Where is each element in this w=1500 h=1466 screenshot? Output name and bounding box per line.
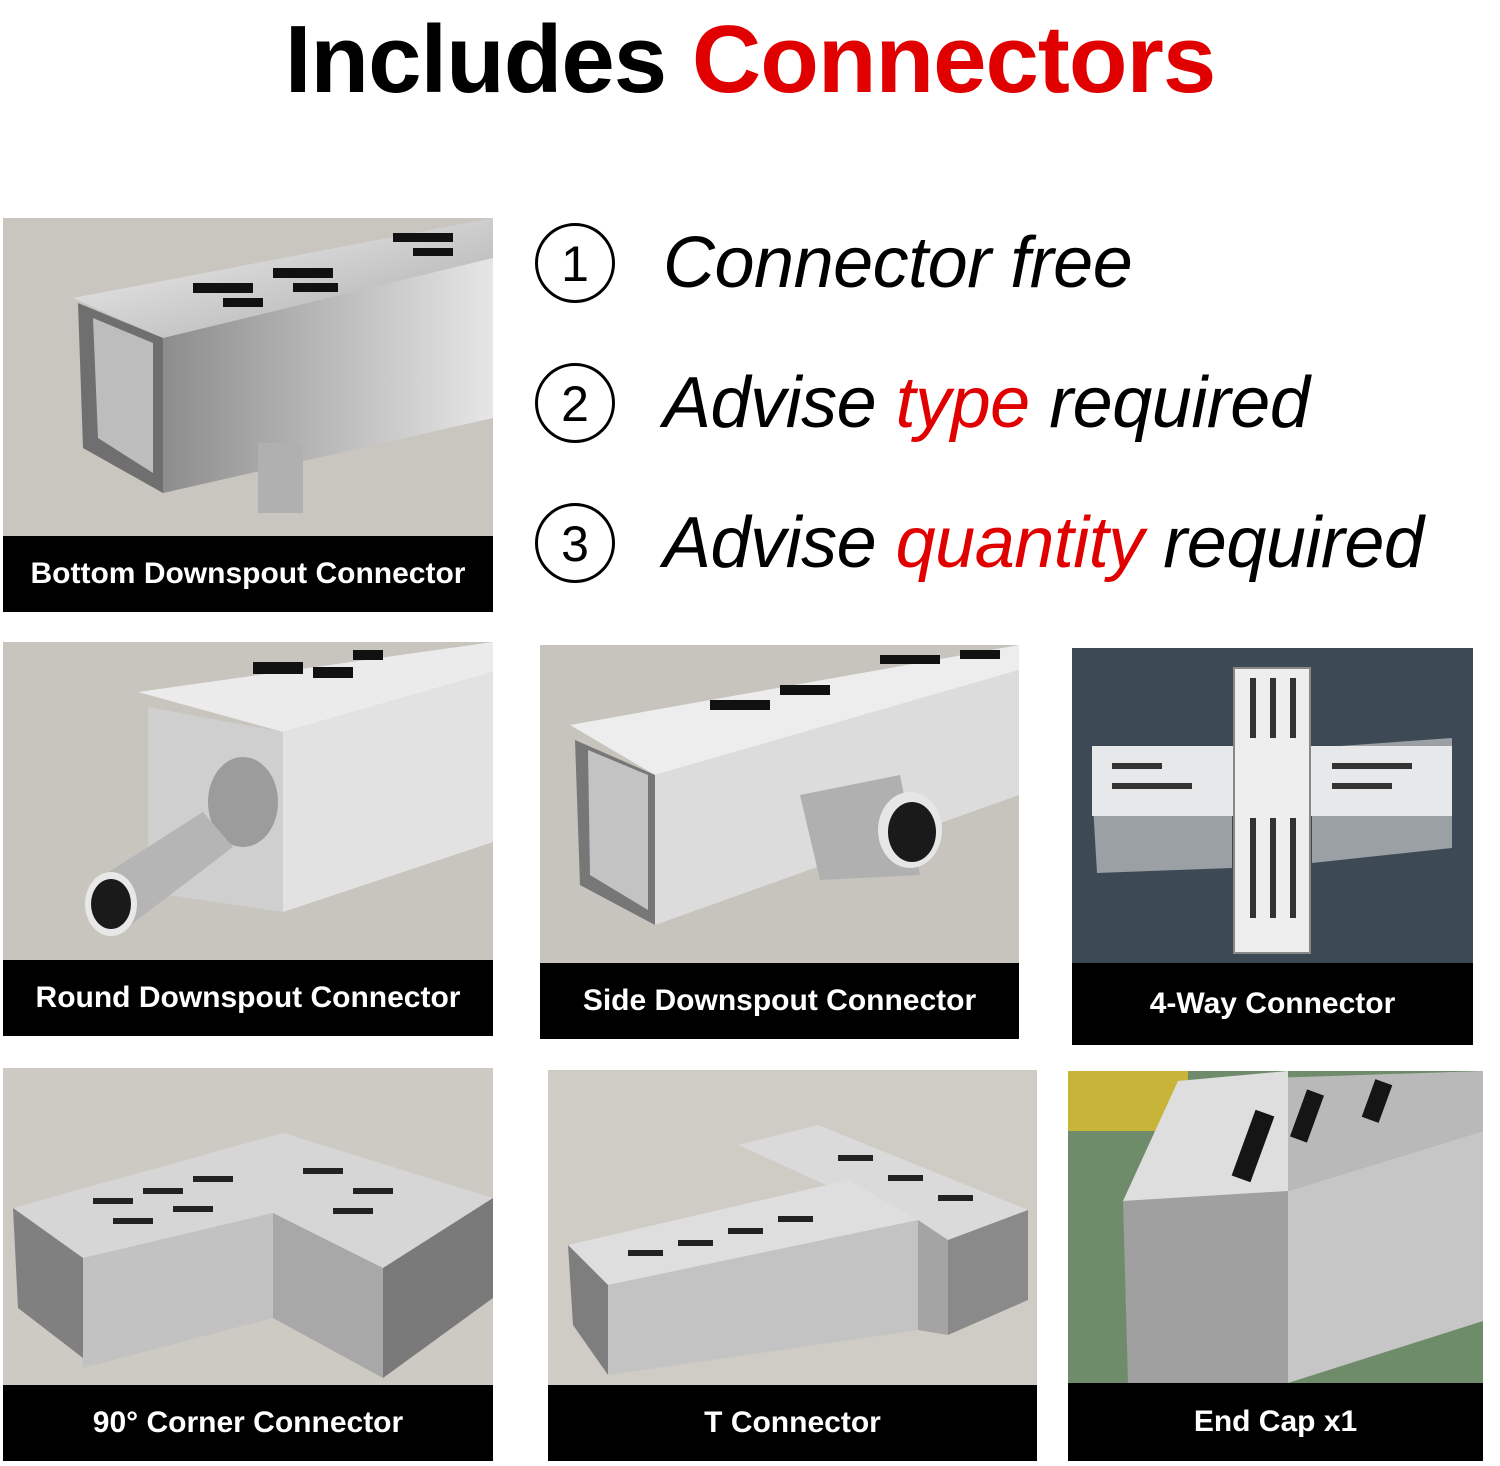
connector-label: End Cap x1 [1068, 1383, 1483, 1461]
connector-card-four-way: 4-Way Connector [1072, 648, 1473, 1045]
bottom-downspout-connector-image [3, 218, 493, 536]
connector-label: 4-Way Connector [1072, 963, 1473, 1045]
step-number-circle: 1 [535, 223, 615, 303]
step-text-after: required [1029, 363, 1310, 443]
connector-card-corner: 90° Corner Connector [3, 1068, 493, 1461]
connector-card-round-downspout: Round Downspout Connector [3, 642, 493, 1036]
four-way-connector-image [1072, 648, 1473, 963]
step-number-circle: 2 [535, 363, 615, 443]
step-text-before: Connector free [663, 223, 1133, 303]
connector-label: Side Downspout Connector [540, 963, 1019, 1039]
connector-card-t: T Connector [548, 1070, 1037, 1461]
side-downspout-connector-image [540, 645, 1019, 963]
step-text: Advise quantity required [663, 495, 1424, 591]
step-2: 2 Advise type required [535, 355, 1500, 455]
t-connector-image [548, 1070, 1037, 1385]
step-1: 1 Connector free [535, 215, 1500, 315]
step-text-after: required [1143, 503, 1424, 583]
connector-label: Round Downspout Connector [3, 960, 493, 1036]
step-text-highlight: type [895, 363, 1031, 443]
step-number-circle: 3 [535, 503, 615, 583]
round-downspout-connector-image [3, 642, 493, 960]
end-cap-image [1068, 1071, 1483, 1383]
step-text: Connector free [663, 215, 1133, 311]
step-text: Advise type required [663, 355, 1310, 451]
step-text-before: Advise [663, 503, 896, 583]
step-text-before: Advise [663, 363, 896, 443]
connector-label: T Connector [548, 1385, 1037, 1461]
step-text-highlight: quantity [895, 503, 1145, 583]
connector-card-bottom-downspout: Bottom Downspout Connector [3, 218, 493, 612]
step-3: 3 Advise quantity required [535, 495, 1500, 595]
page-title: Includes Connectors [0, 0, 1500, 140]
connector-card-end-cap: End Cap x1 [1068, 1071, 1483, 1461]
connector-label: Bottom Downspout Connector [3, 536, 493, 612]
corner-connector-image [3, 1068, 493, 1385]
title-part-includes: Includes [284, 6, 667, 113]
connector-label: 90° Corner Connector [3, 1385, 493, 1461]
connector-card-side-downspout: Side Downspout Connector [540, 645, 1019, 1039]
title-part-connectors: Connectors [691, 6, 1216, 113]
